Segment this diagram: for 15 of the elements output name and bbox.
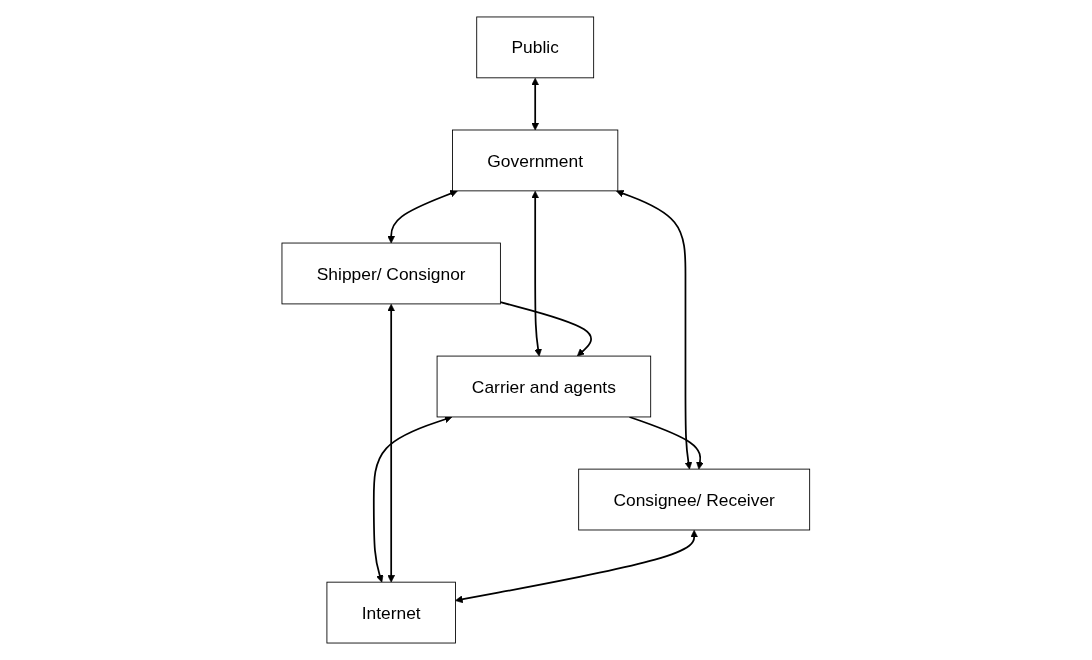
arrow [387,303,396,583]
arrow [531,190,543,357]
node-box: Consignee/ Receiver [578,468,811,531]
arrow [616,189,693,470]
node-box: Carrier and agents [436,355,652,418]
node-box: Shipper/ Consignor [281,242,502,305]
node-box: Internet [326,581,457,644]
arrow [455,530,699,604]
arrow [531,77,540,131]
node-box: Government [452,129,619,192]
arrow [387,189,458,244]
arrow [373,415,453,583]
node-box: Public [476,16,595,79]
arrow [628,416,704,470]
arrow [499,301,593,357]
